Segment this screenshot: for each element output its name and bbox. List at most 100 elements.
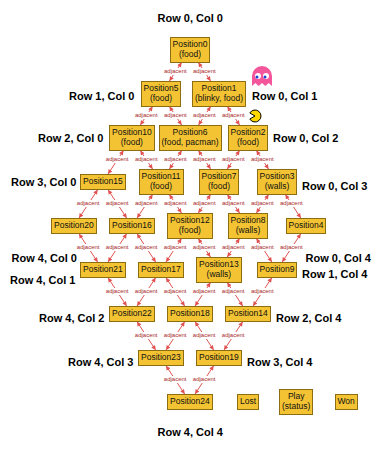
edge-label: adjacent [163, 156, 188, 163]
edge-label: adjacent [250, 288, 275, 295]
edge-label: adjacent [192, 200, 217, 207]
node-name: Position4 [289, 221, 324, 231]
position-box: Position15 [80, 174, 126, 190]
node-name: Position2 [231, 128, 266, 138]
edge-label: adjacent [134, 332, 159, 339]
position-box: Position4 [286, 218, 327, 234]
edge-label: adjacent [76, 200, 101, 207]
node-name: Position17 [141, 265, 181, 275]
position-box: Position13(walls) [196, 257, 242, 283]
row-col-label: Row 4, Col 3 [68, 356, 133, 369]
position-box: Position12(food) [167, 213, 213, 239]
edge-label: adjacent [105, 200, 130, 207]
position-box: Position5(food) [141, 81, 182, 107]
edge-label: adjacent [192, 244, 217, 251]
node-name: Position23 [141, 353, 181, 363]
position-box: Position14 [225, 306, 271, 322]
position-box: Position10(food) [109, 125, 155, 151]
row-col-label: Row 1, Col 4 [302, 268, 367, 281]
edge-label: adjacent [163, 112, 188, 119]
node-name: Position0 [173, 40, 208, 50]
row-col-label: Row 3, Col 0 [11, 176, 76, 189]
edge-label: adjacent [163, 376, 188, 383]
edge-label: adjacent [221, 112, 246, 119]
node-name: Won [338, 397, 355, 407]
edge-label: adjacent [163, 68, 188, 75]
position-box: Position17 [138, 262, 184, 278]
node-name: Play [282, 392, 310, 402]
ghost-pupil [264, 76, 267, 79]
edge-label: adjacent [163, 200, 188, 207]
edge-label: adjacent [192, 376, 217, 383]
node-attributes: (blinky, food) [195, 94, 243, 104]
row-col-label: Row 0, Col 4 [306, 252, 371, 265]
node-name: Position12 [170, 216, 210, 226]
edge-label: adjacent [163, 288, 188, 295]
node-name: Position19 [199, 353, 239, 363]
node-name: Position5 [144, 84, 179, 94]
row-col-label: Row 0, Col 3 [302, 180, 367, 193]
edge-label: adjacent [192, 112, 217, 119]
edge-label: adjacent [105, 244, 130, 251]
node-name: Position3 [260, 172, 295, 182]
node-attributes: (food) [112, 138, 152, 148]
node-attributes: (walls) [231, 226, 266, 236]
edge-label: adjacent [221, 332, 246, 339]
node-name: Position9 [260, 265, 295, 275]
edge-label: adjacent [134, 112, 159, 119]
position-box: Position18 [167, 306, 213, 322]
position-box: Position23 [138, 350, 184, 366]
edge-label: adjacent [163, 244, 188, 251]
edge-label: adjacent [221, 200, 246, 207]
edge-label: adjacent [221, 288, 246, 295]
connector-group [79, 63, 301, 394]
row-col-label: Row 1, Col 0 [69, 90, 134, 103]
node-attributes: (food) [231, 138, 266, 148]
edge-label: adjacent [163, 332, 188, 339]
position-box: Play(status) [279, 389, 313, 415]
node-name: Position24 [170, 397, 210, 407]
position-box: Position1(blinky, food) [192, 81, 246, 107]
position-box: Position3(walls) [257, 169, 298, 195]
node-name: Lost [240, 397, 256, 407]
node-name: Position10 [112, 128, 152, 138]
node-attributes: (walls) [199, 270, 239, 280]
node-name: Position11 [142, 172, 181, 182]
edge-label: adjacent [221, 244, 246, 251]
edge-label: adjacent [279, 200, 304, 207]
ghost-eye [263, 73, 269, 79]
node-name: Position21 [83, 265, 123, 275]
position-box: Position20 [51, 218, 97, 234]
position-box: Position16 [109, 218, 155, 234]
edge-label: adjacent [134, 244, 159, 251]
position-box: Position11(food) [139, 169, 184, 195]
position-box: Position9 [257, 262, 298, 278]
row-col-label: Row 4, Col 2 [39, 312, 104, 325]
row-col-label: Row 2, Col 4 [276, 312, 341, 325]
node-attributes: (food) [202, 182, 237, 192]
ghost-eye [255, 73, 261, 79]
position-box: Position2(food) [228, 125, 269, 151]
position-box: Won [335, 394, 358, 410]
edge-label: adjacent [134, 200, 159, 207]
node-attributes: (food) [170, 226, 210, 236]
position-box: Position8(walls) [228, 213, 269, 239]
node-name: Position6 [162, 128, 219, 138]
node-attributes: (food) [142, 182, 181, 192]
row-col-label: Row 4, Col 4 [158, 426, 223, 439]
pacman-icon [250, 110, 261, 122]
position-box: Position7(food) [199, 169, 240, 195]
node-name: Position22 [112, 309, 152, 319]
edge-label: adjacent [192, 156, 217, 163]
node-attributes: (status) [282, 402, 310, 412]
row-col-label: Row 4, Col 1 [10, 274, 75, 287]
node-attributes: (walls) [260, 182, 295, 192]
position-box: Position24 [167, 394, 213, 410]
node-attributes: (food) [173, 50, 208, 60]
edge-label: adjacent [105, 288, 130, 295]
position-box: Position19 [196, 350, 242, 366]
edge-label: adjacent [134, 288, 159, 295]
position-box: Position6(food, pacman) [159, 125, 222, 151]
